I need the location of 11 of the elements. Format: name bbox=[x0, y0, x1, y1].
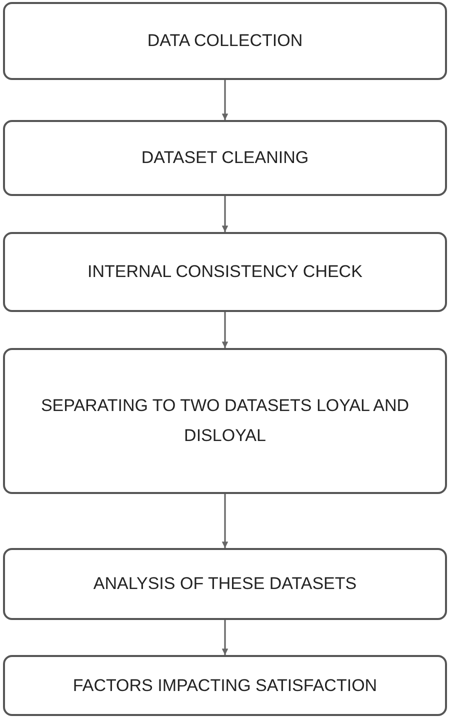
process-box: SEPARATING TO TWO DATASETS LOYAL AND DISLOYAL bbox=[3, 348, 447, 494]
process-box: INTERNAL CONSISTENCY CHECK bbox=[3, 232, 447, 312]
process-box: ANALYSIS OF THESE DATASETS bbox=[3, 548, 447, 620]
process-box: FACTORS IMPACTING SATISFACTION bbox=[3, 655, 447, 716]
arrow bbox=[222, 620, 228, 655]
arrow bbox=[222, 494, 228, 548]
process-box: DATA COLLECTION bbox=[3, 2, 447, 80]
arrow bbox=[222, 196, 228, 232]
process-box: DATASET CLEANING bbox=[3, 120, 447, 196]
arrow bbox=[222, 312, 228, 348]
arrow bbox=[222, 80, 228, 120]
